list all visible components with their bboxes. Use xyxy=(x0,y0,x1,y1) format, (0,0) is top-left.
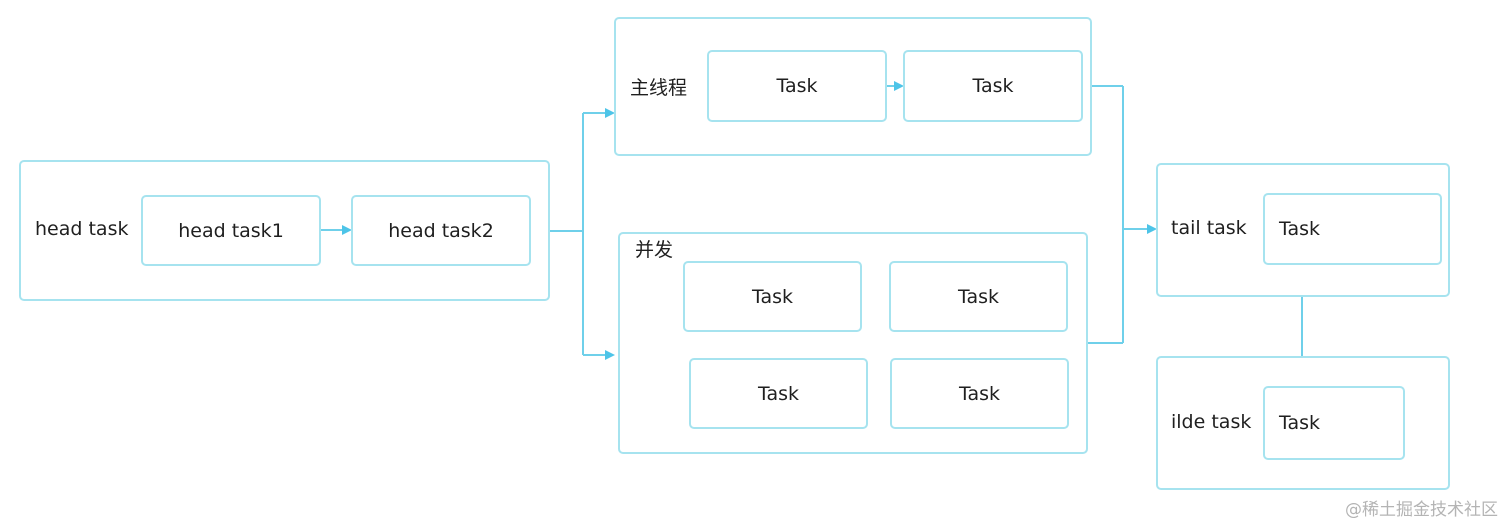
main-thread-task-1[interactable]: Task xyxy=(707,50,887,122)
head-task1-node[interactable]: head task1 xyxy=(141,195,321,266)
tail-task-group xyxy=(1156,163,1450,297)
concurrent-task-1[interactable]: Task xyxy=(683,261,862,332)
idle-task-label: ilde task xyxy=(1171,411,1252,433)
main-thread-group xyxy=(614,17,1092,156)
idle-task-group xyxy=(1156,356,1450,490)
concurrent-task-2[interactable]: Task xyxy=(889,261,1068,332)
idle-task-node[interactable]: Task xyxy=(1263,386,1405,460)
main-thread-label: 主线程 xyxy=(630,77,688,99)
head-task2-node[interactable]: head task2 xyxy=(351,195,531,266)
head-task-label: head task xyxy=(35,218,129,240)
tail-task-label: tail task xyxy=(1171,217,1247,239)
main-thread-task-2[interactable]: Task xyxy=(903,50,1083,122)
concurrent-label: 并发 xyxy=(635,239,674,261)
concurrent-group xyxy=(618,232,1088,454)
concurrent-task-3[interactable]: Task xyxy=(689,358,868,429)
concurrent-task-4[interactable]: Task xyxy=(890,358,1069,429)
tail-task-node[interactable]: Task xyxy=(1263,193,1442,265)
watermark: @稀土掘金技术社区 xyxy=(1345,500,1498,520)
head-task-group xyxy=(19,160,550,301)
